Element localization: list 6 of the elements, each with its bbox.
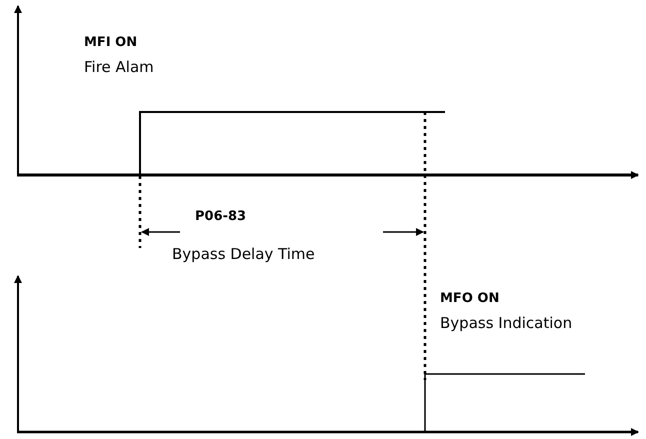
signal-label: Fire Alam — [84, 58, 154, 76]
signal-label: Bypass Indication — [440, 314, 572, 332]
parameter-code: P06-83 — [195, 208, 246, 226]
signal-label: MFI ON — [84, 34, 138, 52]
signal-label: MFO ON — [440, 290, 500, 308]
dimension-label: Bypass Delay Time — [172, 245, 315, 263]
